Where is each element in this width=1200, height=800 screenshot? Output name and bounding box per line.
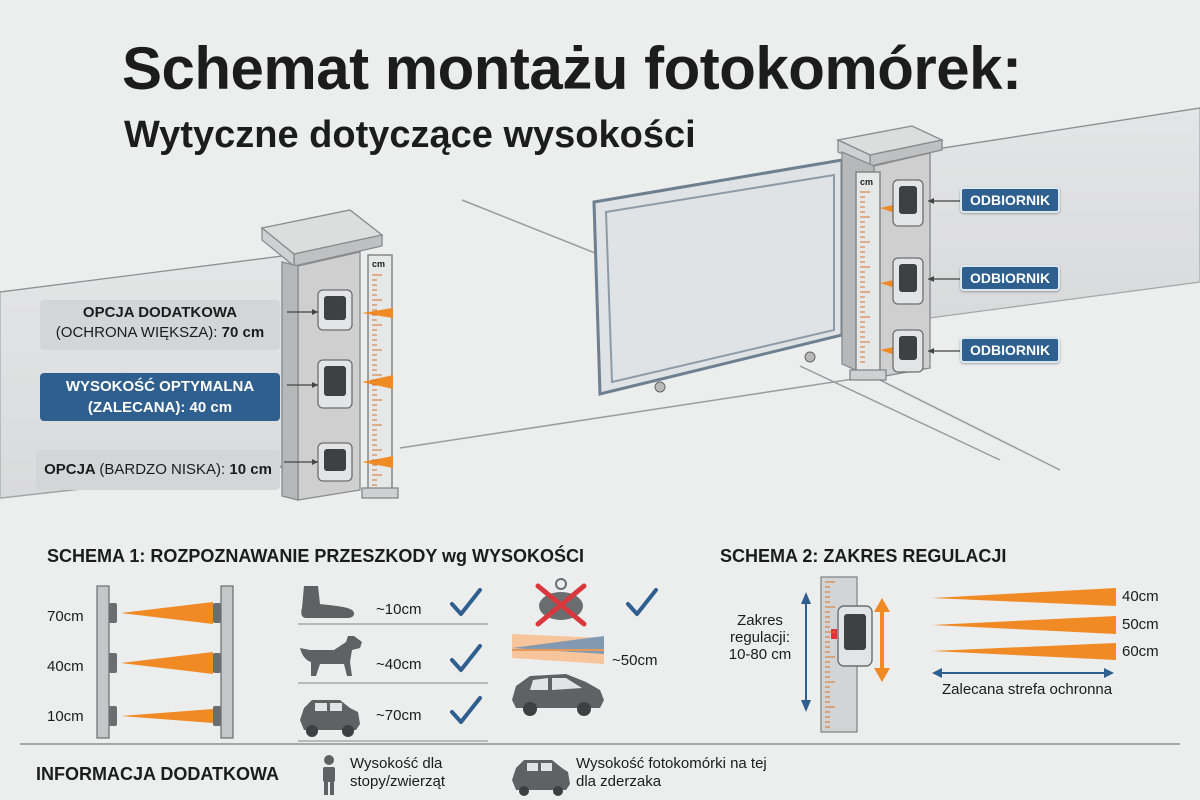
car-icon <box>300 700 360 737</box>
label-optimal-title: WYSOKOŚĆ OPTYMALNA <box>65 378 255 395</box>
range-arrow-icon <box>801 592 890 712</box>
foot-icon <box>301 586 355 618</box>
receiver-tag-top: ODBIORNIK <box>960 187 1061 213</box>
schema1-height-40: 40cm <box>47 658 84 675</box>
car-side-icon <box>512 674 604 716</box>
person-icon <box>323 755 335 795</box>
schema1-rows <box>298 623 488 742</box>
schema1-row-foot-label: ~10cm <box>376 601 422 618</box>
label-optimal-height: WYSOKOŚĆ OPTYMALNA (ZALECANA): 40 cm <box>40 373 280 421</box>
footer-item-person: Wysokość dla stopy/zwierząt <box>350 755 445 791</box>
label-low-title: OPCJA <box>44 461 100 478</box>
label-additional-value: 70 cm <box>221 324 265 341</box>
schema2-range-line2: regulacji: <box>729 629 791 646</box>
schema1-side-label: ~50cm <box>612 652 658 669</box>
schema2-device <box>831 605 873 667</box>
schema1-row-car-label: ~70cm <box>376 707 422 724</box>
page-subtitle: Wytyczne dotyczące wysokości <box>124 114 696 156</box>
footer-item-car: Wysokość fotokomórki na tej dla zderzaka <box>576 755 767 791</box>
footer-item-car-line1: Wysokość fotokomórki na tej <box>576 755 767 772</box>
footer-item-car-line2: dla zderzaka <box>576 773 662 790</box>
label-low-desc: (BARDZO NISKA): <box>99 461 230 478</box>
schema2-range-label: Zakres regulacji: 10-80 cm <box>718 612 802 663</box>
label-low-value: 10 cm <box>229 461 272 478</box>
schema1-height-70: 70cm <box>47 608 84 625</box>
left-ruler-unit: cm <box>372 259 386 269</box>
dog-icon <box>300 636 362 676</box>
schema2-title: SCHEMA 2: ZAKRES REGULACJI <box>720 546 1007 566</box>
label-very-low-option: OPCJA (BARDZO NISKA): 10 cm <box>36 450 280 490</box>
right-pillar <box>835 125 945 379</box>
schema1-height-10: 10cm <box>47 708 84 725</box>
receiver-tag-bottom: ODBIORNIK <box>960 337 1061 363</box>
check-icon <box>450 588 658 724</box>
right-devices <box>892 179 960 373</box>
zone-arrow-icon <box>932 668 1114 678</box>
receiver-tag-middle: ODBIORNIK <box>960 265 1061 291</box>
schema2-beam-40: 40cm <box>1122 588 1159 605</box>
footer-car-icon <box>512 760 570 796</box>
schema1-title: SCHEMA 1: ROZPOZNAWANIE PRZESZKODY wg WY… <box>47 546 585 566</box>
schema1-row-dog-label: ~40cm <box>376 656 422 673</box>
schema2-beams <box>932 588 1116 660</box>
schema2-beam-50: 50cm <box>1122 616 1159 633</box>
schema2-zone-label: Zalecana strefa ochronna <box>942 681 1113 698</box>
footer-item-person-line1: Wysokość dla <box>350 755 443 772</box>
page-title: Schemat montażu fotokomórek: <box>122 35 1022 102</box>
left-devices <box>284 289 393 482</box>
footer-title: INFORMACJA DODATKOWA <box>36 764 279 784</box>
schema2-beam-60: 60cm <box>1122 643 1159 660</box>
schema1-diagram <box>96 585 234 739</box>
schema2-range-line1: Zakres <box>737 612 783 629</box>
footer-item-person-line2: stopy/zwierząt <box>350 773 446 790</box>
sliding-gate <box>592 158 861 396</box>
right-ruler-unit: cm <box>860 177 874 187</box>
label-additional-option: OPCJA DODATKOWA (OCHRONA WIĘKSZA): 70 cm <box>40 300 280 350</box>
label-additional-title: OPCJA DODATKOWA <box>82 304 238 321</box>
beam-detection-graphic <box>512 634 604 664</box>
schema2-range-line3: 10-80 cm <box>728 646 792 663</box>
crossed-animal-icon <box>535 578 587 627</box>
label-additional-desc: (OCHRONA WIĘKSZA): <box>55 324 222 341</box>
label-optimal-value: (ZALECANA): 40 cm <box>87 399 233 416</box>
